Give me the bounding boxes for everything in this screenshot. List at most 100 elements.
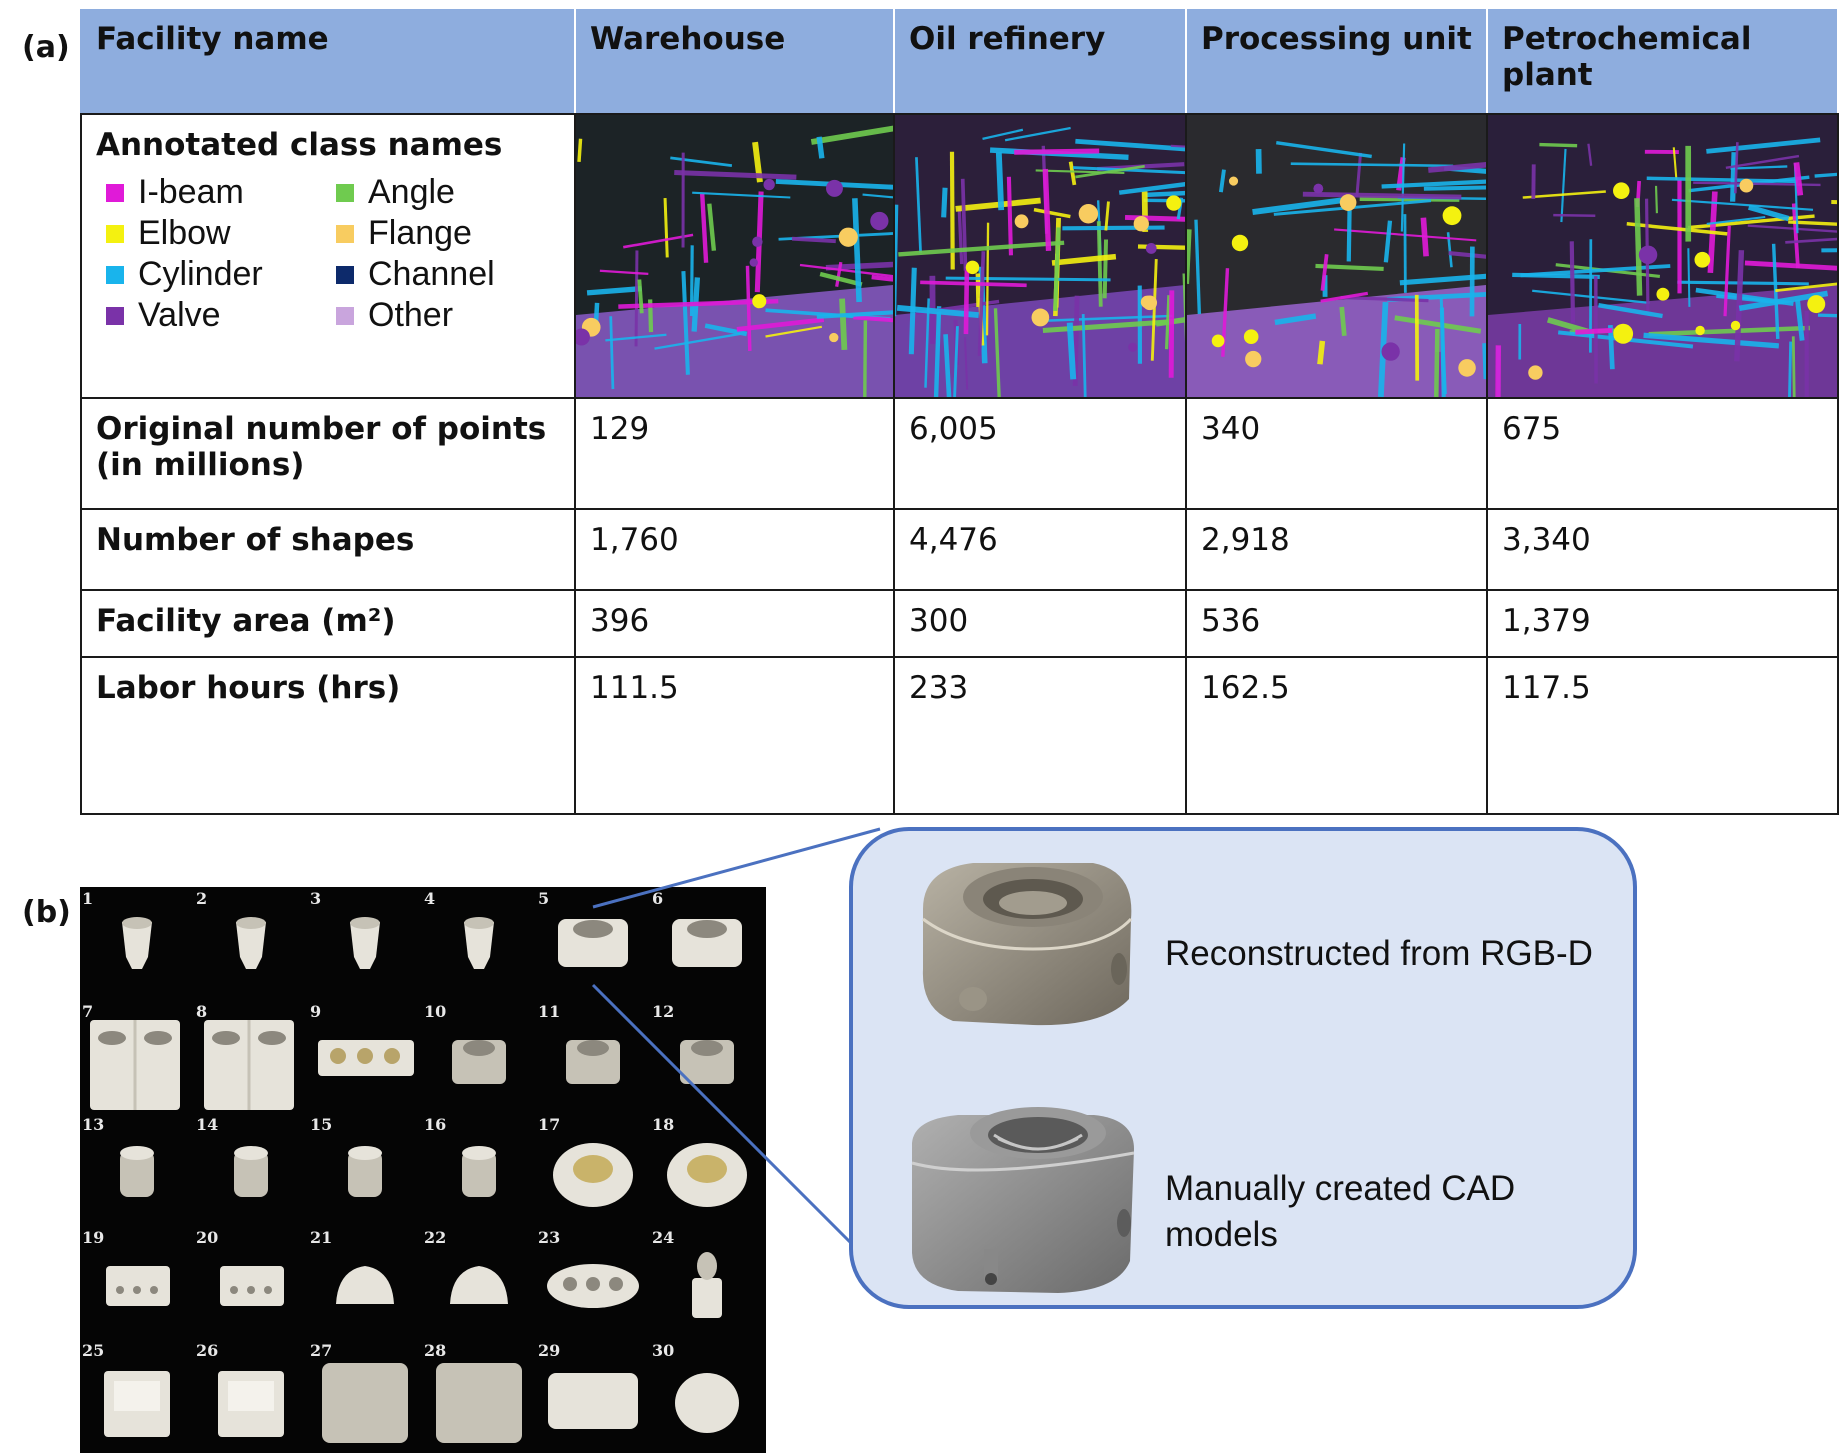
- cell-value: 340: [1186, 398, 1487, 509]
- object-number: 30: [652, 1341, 674, 1360]
- row-label-labor: Labor hours (hrs): [81, 657, 575, 814]
- object-number: 26: [196, 1341, 218, 1360]
- object-number: 18: [652, 1115, 674, 1134]
- object-photo: [194, 1000, 308, 1113]
- object-photo: [422, 887, 536, 1000]
- panel-label-b: (b): [22, 895, 71, 930]
- cell-value: 111.5: [575, 657, 894, 814]
- dataset-object: 17: [536, 1113, 650, 1226]
- header-facility-name: Facility name: [81, 8, 575, 114]
- legend-title: Annotated class names: [96, 127, 560, 163]
- object-photo: [536, 887, 650, 1000]
- legend-item-angle: Angle: [336, 173, 536, 212]
- object-photo: [80, 887, 194, 1000]
- panel-label-a: (a): [22, 30, 70, 65]
- legend-swatch: [106, 184, 124, 202]
- dataset-object: 11: [536, 1000, 650, 1113]
- cell-value: 396: [575, 590, 894, 657]
- legend-item-cylinder: Cylinder: [106, 255, 336, 294]
- dataset-object: 29: [536, 1339, 650, 1452]
- cell-value: 233: [894, 657, 1186, 814]
- header-warehouse: Warehouse: [575, 8, 894, 114]
- dataset-object: 20: [194, 1226, 308, 1339]
- cad-caption-line1: Manually created CAD: [1165, 1169, 1515, 1208]
- object-number: 16: [424, 1115, 446, 1134]
- scene-petrochemical-plant: [1487, 114, 1838, 398]
- object-number: 5: [538, 889, 549, 908]
- object-number: 25: [82, 1341, 104, 1360]
- row-label-points: Original number of points (in millions): [81, 398, 575, 509]
- object-photo: [308, 887, 422, 1000]
- object-number: 14: [196, 1115, 218, 1134]
- object-number: 9: [310, 1002, 321, 1021]
- table-row: Number of shapes 1,760 4,476 2,918 3,340: [81, 509, 1838, 590]
- dataset-object: 16: [422, 1113, 536, 1226]
- legend-item-elbow: Elbow: [106, 214, 336, 253]
- legend-label: Other: [368, 296, 453, 335]
- legend-swatch: [106, 307, 124, 325]
- dataset-object: 22: [422, 1226, 536, 1339]
- cell-value: 2,918: [1186, 509, 1487, 590]
- object-number: 3: [310, 889, 321, 908]
- dataset-object: 2: [194, 887, 308, 1000]
- dataset-object: 6: [650, 887, 764, 1000]
- legend-swatch: [336, 225, 354, 243]
- cell-value: 4,476: [894, 509, 1186, 590]
- dataset-object: 12: [650, 1000, 764, 1113]
- table-row: Original number of points (in millions) …: [81, 398, 1838, 509]
- row-label-shapes: Number of shapes: [81, 509, 575, 590]
- oil-refinery-pointcloud-image: [895, 115, 1185, 397]
- legend-label: Channel: [368, 255, 495, 294]
- object-number: 15: [310, 1115, 332, 1134]
- dataset-object: 3: [308, 887, 422, 1000]
- cad-caption: Manually created CAD models: [1165, 1166, 1515, 1257]
- legend-label: Flange: [368, 214, 472, 253]
- object-number: 8: [196, 1002, 207, 1021]
- legend-swatch: [106, 225, 124, 243]
- dataset-object: 15: [308, 1113, 422, 1226]
- cell-value: 1,760: [575, 509, 894, 590]
- cell-value: 6,005: [894, 398, 1186, 509]
- dataset-object: 5: [536, 887, 650, 1000]
- cell-value: 300: [894, 590, 1186, 657]
- dataset-object: 1: [80, 887, 194, 1000]
- object-number: 4: [424, 889, 435, 908]
- petrochemical-plant-pointcloud-image: [1488, 115, 1837, 397]
- legend-swatch: [336, 266, 354, 284]
- processing-unit-pointcloud-image: [1187, 115, 1486, 397]
- cell-value: 3,340: [1487, 509, 1838, 590]
- table-row: Facility area (m²) 396 300 536 1,379: [81, 590, 1838, 657]
- reconstructed-caption: Reconstructed from RGB-D: [1165, 931, 1593, 977]
- legend-swatch: [336, 184, 354, 202]
- object-number: 29: [538, 1341, 560, 1360]
- header-oil-refinery: Oil refinery: [894, 8, 1186, 114]
- dataset-object: 27: [308, 1339, 422, 1452]
- dataset-object: 10: [422, 1000, 536, 1113]
- object-number: 2: [196, 889, 207, 908]
- dataset-object: 30: [650, 1339, 764, 1452]
- cell-value: 1,379: [1487, 590, 1838, 657]
- object-number: 1: [82, 889, 93, 908]
- header-row: Facility name Warehouse Oil refinery Pro…: [81, 8, 1838, 114]
- reconstructed-model-image: [903, 849, 1143, 1034]
- legend-label: Elbow: [138, 214, 231, 253]
- scene-oil-refinery: [894, 114, 1186, 398]
- cell-value: 117.5: [1487, 657, 1838, 814]
- cell-value: 129: [575, 398, 894, 509]
- dataset-object: 13: [80, 1113, 194, 1226]
- legend-swatch: [336, 307, 354, 325]
- object-photo: [194, 887, 308, 1000]
- dataset-object: 9: [308, 1000, 422, 1113]
- legend-item-flange: Flange: [336, 214, 536, 253]
- legend-label: Valve: [138, 296, 221, 335]
- table-row: Labor hours (hrs) 111.5 233 162.5 117.5: [81, 657, 1838, 814]
- legend-label: Angle: [368, 173, 455, 212]
- object-number: 27: [310, 1341, 332, 1360]
- cell-value: 536: [1186, 590, 1487, 657]
- scene-processing-unit: [1186, 114, 1487, 398]
- dataset-object: 7: [80, 1000, 194, 1113]
